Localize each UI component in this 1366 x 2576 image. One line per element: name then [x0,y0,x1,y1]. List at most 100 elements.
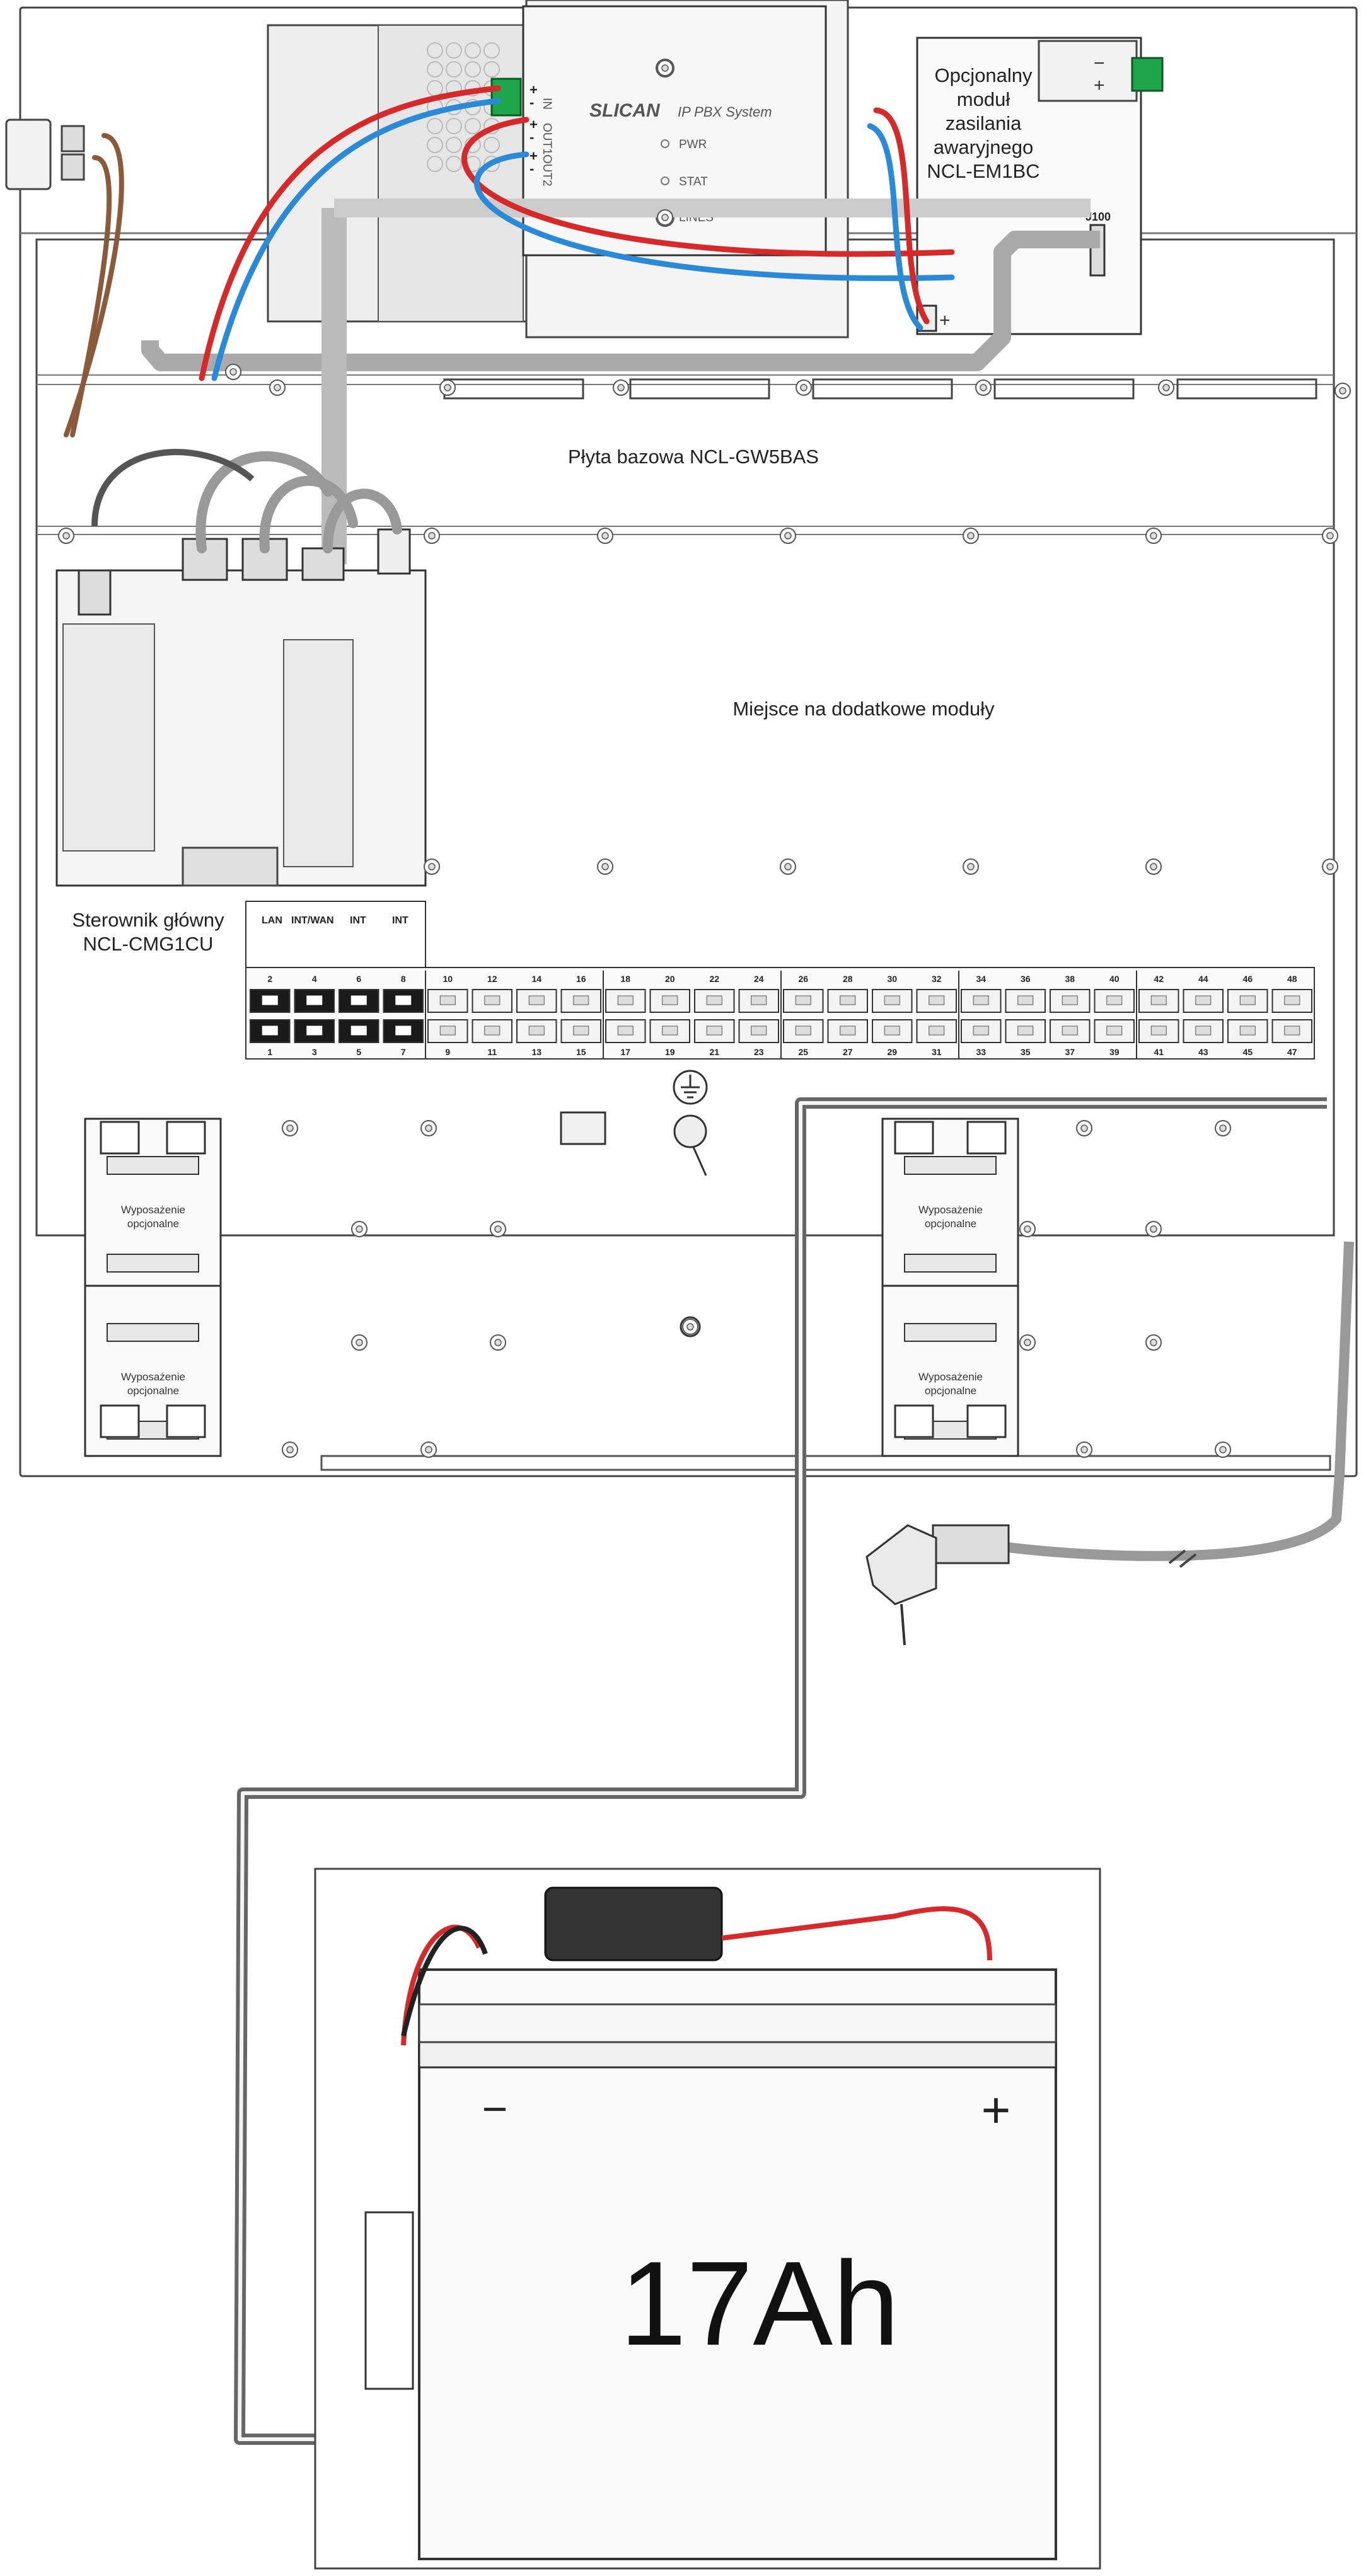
battery-enclosure: − + 17Ah [314,1868,1101,2570]
controller-label: NCL-CMG1CU [83,933,214,955]
led-label-stat: STAT [679,175,708,188]
port-number: 35 [1021,1047,1031,1057]
rj45-socket [1062,1025,1078,1036]
led-label-pwr: PWR [679,138,707,151]
port-number: 16 [576,974,586,984]
rj11-socket [166,1404,206,1438]
backup-plus: + [1094,75,1105,96]
screw-head [784,863,792,870]
port-number: 30 [887,974,897,984]
rj45-socket [395,995,412,1005]
screw-head [617,384,625,391]
port-number: 18 [620,974,630,984]
power-cord [865,1241,1354,1646]
port-group-int: INT [350,915,366,926]
rj45-socket [1150,995,1167,1005]
rj45-socket [1195,1025,1212,1036]
rj45-socket [1106,1025,1123,1036]
rj45-socket [795,1025,811,1036]
psu-in-label: IN [540,98,553,110]
port-number: 45 [1242,1047,1253,1057]
port-number: 4 [312,974,317,984]
screw-head [1150,1225,1157,1233]
connector-strips [443,378,1317,400]
port-number: 46 [1242,974,1253,984]
rj45-socket [840,995,856,1005]
terminal-strip [904,1254,997,1273]
rj45-socket [1062,995,1078,1005]
screw-head [1326,532,1334,540]
rj45-socket [1150,1025,1167,1036]
port-number: 20 [665,974,675,984]
psu-terminal-sign: + [530,117,538,132]
port-number: 12 [487,974,497,984]
ribbon-cable [141,231,1100,371]
rj11-socket [966,1121,1007,1155]
port-number: 41 [1154,1047,1164,1057]
rj45-socket [795,995,811,1005]
battery-capacity: 17Ah [620,2237,900,2371]
screw-head [1326,863,1334,870]
optional-equipment-blocks: WyposażenieopcjonalneWyposażenieopcjonal… [84,1118,1019,1457]
green-terminal-block [490,78,522,117]
rj11-socket [100,1404,140,1438]
terminal-strip [107,1254,199,1273]
screw-head [286,1124,294,1132]
screw-head [425,1124,432,1132]
psu-terminal-sign: + [530,82,538,98]
screw-head [1219,1124,1227,1132]
psu-terminal-sign: - [530,95,534,110]
port-number: 37 [1065,1047,1075,1057]
rj45-socket [1017,995,1034,1005]
screw-head [1024,1339,1031,1346]
psu-terminal-sign: - [530,161,534,176]
psu-product-name: IP PBX System [678,104,772,120]
screw-head [444,384,451,391]
screw-head [1339,387,1346,395]
rj11-socket [166,1121,206,1155]
rj45-socket [1017,1025,1034,1036]
left-bracket [5,118,85,190]
rj45-socket [751,995,767,1005]
port-number: 47 [1287,1047,1297,1057]
rj11-socket [894,1404,934,1438]
gray-cables [195,451,402,553]
port-number: 29 [887,1047,897,1057]
rj45-socket [1284,995,1300,1005]
screw-head [661,64,669,72]
screw-head [967,532,975,540]
backup-power-module: − + Opcjonalny moduł zasilania awaryjneg… [916,37,1164,335]
port-number: 42 [1154,974,1164,984]
port-number: 38 [1065,974,1075,984]
port-number: 9 [445,1047,450,1057]
main-controller: Sterownik główny NCL-CMG1CU [55,528,427,955]
screw-head [686,1323,694,1331]
j100-label: J100 [1085,211,1111,223]
port-number: 22 [709,974,719,984]
rj45-port-strip: 2143658710912111413161518172019222124232… [245,967,1315,1060]
optional-equipment-label: opcjonalne [127,1218,179,1230]
port-number: 34 [976,974,986,984]
rj45-socket [1195,995,1212,1005]
rj45-socket [350,995,367,1005]
port-number: 13 [531,1047,541,1057]
rj45-port [1271,989,1312,1013]
rj45-socket [884,995,900,1005]
port-number: 25 [798,1047,808,1057]
port-number: 27 [843,1047,853,1057]
screw-head [286,1446,294,1453]
port-number: 44 [1198,974,1208,984]
rj45-socket [528,1025,545,1036]
rj45-socket [617,995,634,1005]
rj45-socket [1239,995,1256,1005]
port-number: 10 [443,974,453,984]
screw-head [1162,384,1170,391]
backup-minus: − [1094,53,1105,74]
screw-head [1080,1124,1088,1132]
rj45-socket [1284,1025,1300,1036]
rj45-socket [439,1025,456,1036]
screw-head [1150,1339,1157,1346]
backup-small-plus: + [939,310,951,331]
rj45-socket [528,995,545,1005]
port-number: 33 [976,1047,986,1057]
